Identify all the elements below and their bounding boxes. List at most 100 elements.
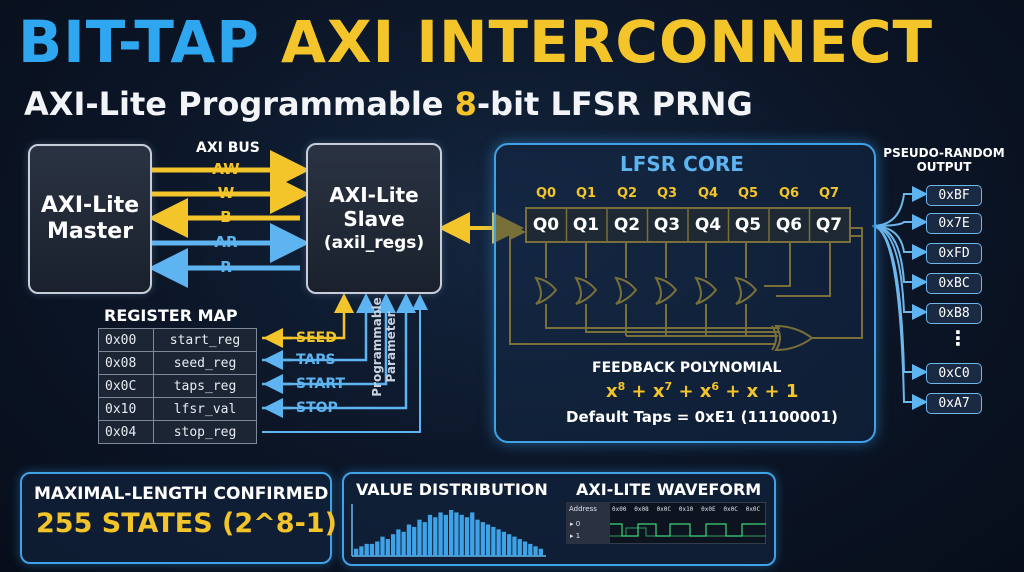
reg-addr: 0x00	[98, 328, 154, 352]
output-ellipsis: ⋮	[948, 326, 968, 350]
lfsr-cell: Q5	[734, 215, 762, 235]
taps-line	[262, 293, 376, 362]
waveform-header: Address	[569, 505, 597, 513]
maximal-length-panel	[20, 472, 332, 564]
subtitle-post: -bit LFSR PRNG	[476, 85, 753, 123]
master-line2: Master	[46, 219, 134, 244]
histogram-bar	[496, 529, 501, 556]
bus-label-r: R	[220, 258, 232, 276]
waveform-address: 0x0C	[723, 506, 738, 513]
histogram-bar	[533, 546, 538, 556]
slave-line3: (axil_regs)	[323, 232, 425, 253]
lfsr-cell: Q7	[815, 215, 843, 235]
slave-line2: Slave	[343, 206, 405, 231]
histogram-bar	[438, 512, 443, 556]
waveform-address: 0x0C	[657, 506, 672, 513]
stop-line	[262, 293, 416, 410]
histogram-bar	[433, 517, 438, 556]
histogram-bar	[522, 541, 528, 556]
waveform-address: 0x10	[679, 506, 694, 513]
reg-addr: 0x04	[98, 420, 154, 444]
maximal-length-title: MAXIMAL-LENGTH CONFIRMED	[34, 484, 329, 504]
output-value: 0xC0	[926, 363, 982, 384]
lfsr-cell: Q0	[532, 215, 560, 235]
waveform-address: 0x0E	[701, 506, 716, 513]
lfsr-cell: Q6	[775, 215, 803, 235]
feedback-polynomial-title: FEEDBACK POLYNOMIAL	[592, 360, 782, 376]
slave-line1: AXI-Lite	[329, 182, 419, 207]
reg-name: seed_reg	[153, 351, 257, 375]
title-part1: BIT-TAP	[18, 8, 260, 76]
output-fan	[871, 186, 928, 410]
histogram-bar	[485, 524, 491, 556]
histogram-bar	[422, 522, 427, 556]
lfsr-cell: Q3	[653, 215, 681, 235]
bus-label-w: W	[217, 184, 235, 202]
histogram-bar	[501, 531, 507, 556]
svg-text:▸ 0: ▸ 0	[570, 520, 580, 528]
histogram-bar	[517, 539, 522, 556]
histogram-bar	[512, 536, 517, 556]
output-value: 0xBF	[926, 185, 982, 206]
histogram-bar	[369, 543, 375, 556]
control-stop-label: STOP	[296, 400, 338, 416]
histogram-bar	[459, 514, 464, 556]
q-top-label: Q3	[656, 186, 678, 201]
subtitle-highlight: 8	[454, 85, 477, 123]
lfsr-cell: Q4	[694, 215, 722, 235]
waveform-display: Address 0x00 0x08 0x0C 0x10 0x0E 0x0C 0x0C ▸ 0…	[566, 502, 766, 544]
page-title: BIT-TAP AXI INTERCONNECT	[18, 6, 933, 78]
default-taps: Default Taps = 0xE1 (11100001)	[566, 408, 838, 426]
distribution-histogram	[351, 504, 546, 557]
reg-name: taps_reg	[153, 374, 257, 398]
reg-addr: 0x0C	[98, 374, 154, 398]
axi-bus-title: AXI BUS	[196, 140, 260, 156]
waveform-address: 0x0C	[746, 506, 761, 513]
lfsr-cell: Q2	[613, 215, 641, 235]
histogram-bar	[427, 514, 433, 556]
waveform-address: 0x08	[634, 506, 649, 513]
histogram-bar	[480, 522, 485, 556]
start-line	[262, 293, 396, 386]
histogram-bar	[491, 526, 496, 556]
reg-addr: 0x10	[98, 397, 154, 421]
control-seed-label: SEED	[296, 330, 337, 346]
q-top-label: Q2	[616, 186, 638, 201]
bus-label-b: B	[220, 208, 232, 226]
histogram-bar	[364, 543, 369, 556]
output-value: 0xFD	[926, 243, 982, 264]
histogram-bar	[464, 517, 470, 556]
lfsr-core-panel	[494, 143, 876, 443]
histogram-bar	[449, 510, 454, 556]
q-top-label: Q0	[535, 186, 557, 201]
waveform-title: AXI-LITE WAVEFORM	[576, 480, 762, 499]
svg-text:▸ 1: ▸ 1	[570, 532, 580, 540]
histogram-bar	[385, 539, 390, 556]
waveform-address: 0x00	[612, 506, 627, 513]
output-value: 0xBC	[926, 273, 982, 294]
reg-addr: 0x08	[98, 351, 154, 375]
control-taps-label: TAPS	[296, 352, 336, 368]
page-subtitle: AXI-Lite Programmable 8-bit LFSR PRNG	[24, 84, 753, 124]
reg-name: stop_reg	[153, 420, 257, 444]
histogram-bar	[475, 519, 480, 556]
q-top-label: Q7	[818, 186, 840, 201]
histogram-bar	[507, 534, 512, 556]
feedback-polynomial: x8 + x7 + x6 + x + 1	[606, 380, 799, 402]
histogram-bar	[406, 524, 412, 556]
histogram-bar	[538, 548, 543, 556]
q-top-label: Q4	[697, 186, 719, 201]
master-line1: AXI-Lite	[40, 193, 140, 218]
histogram-bar	[401, 531, 406, 556]
output-value: 0x7E	[926, 213, 982, 234]
register-map-title: REGISTER MAP	[104, 306, 238, 325]
subtitle-pre: AXI-Lite Programmable	[24, 85, 455, 123]
histogram-bar	[443, 514, 448, 556]
